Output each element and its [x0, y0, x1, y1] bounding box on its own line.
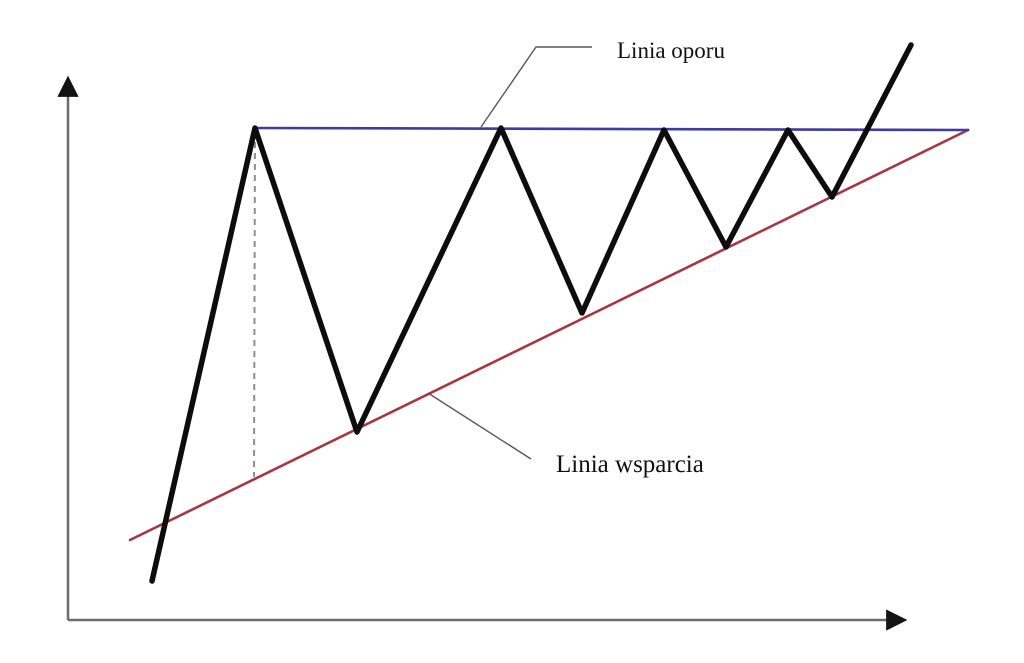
support-label-leader-line: [427, 392, 532, 460]
price-zigzag-line: [149, 42, 914, 584]
support-trendline: [128, 128, 970, 542]
dashed-drop-line: [253, 130, 256, 478]
resistance-label-leader-line: [480, 46, 592, 128]
support-label: Linia wsparcia: [556, 451, 704, 478]
resistance-label: Linia oporu: [617, 38, 725, 63]
resistance-trendline: [253, 126, 970, 132]
